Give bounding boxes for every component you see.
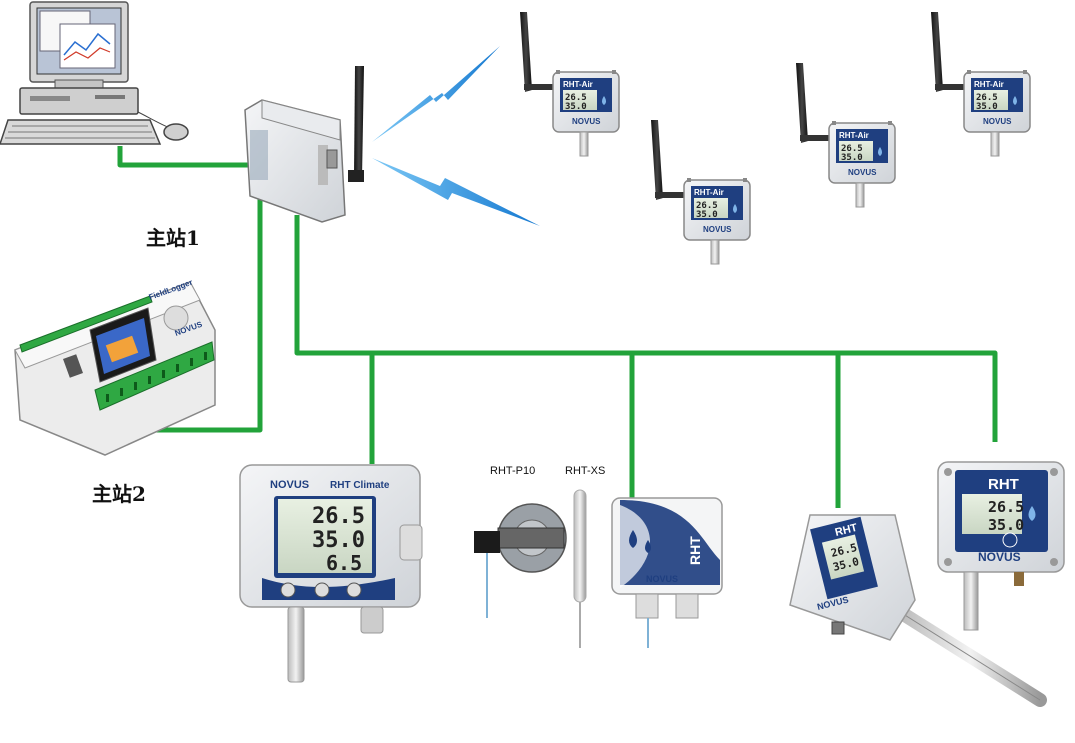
rht-display-title: RHT xyxy=(988,476,1019,493)
rht-duct-hum: 35.0 xyxy=(832,555,861,574)
rht-air-hum: 35.0 xyxy=(976,102,998,112)
climate-third: 6.5 xyxy=(326,551,362,575)
pc-link-wire xyxy=(117,146,252,168)
climate-brand: NOVUS xyxy=(270,479,309,491)
rht-air-title: RHT-Air xyxy=(839,131,869,140)
climate-temp: 26.5 xyxy=(312,504,365,529)
rht-air-temp: 26.5 xyxy=(841,144,863,154)
wireless-bolt-up xyxy=(372,46,500,142)
rht-xs-label: RHT-XS xyxy=(565,465,606,477)
rht-duct-title: RHT xyxy=(834,522,859,539)
master-1-label: 主站1 xyxy=(146,226,200,250)
rht-wall-title: RHT xyxy=(687,536,703,565)
fieldlogger-master-2: FieldLogger NOVUS xyxy=(14,278,216,456)
rht-air-temp: 26.5 xyxy=(565,93,587,103)
rht-duct-sensor: RHT 26.5 35.0 NOVUS xyxy=(789,514,1047,707)
rht-air-brand: NOVUS xyxy=(848,168,877,177)
rht-air-sensor-2: RHT-Air 26.5 35.0 NOVUS xyxy=(651,120,751,265)
rht-air-hum: 35.0 xyxy=(841,153,863,163)
rht-air-sensor-3: RHT-Air 26.5 35.0 NOVUS xyxy=(796,63,896,208)
rht-air-brand: NOVUS xyxy=(572,117,601,126)
climate-title: RHT Climate xyxy=(330,480,390,491)
wireless-bolt-down xyxy=(372,158,540,226)
rht-duct-temp: 26.5 xyxy=(830,541,859,560)
climate-hum: 35.0 xyxy=(312,528,365,553)
master-2-label: 主站2 xyxy=(92,482,146,506)
rht-air-brand: NOVUS xyxy=(983,117,1012,126)
rht-climate-sensor: NOVUS RHT Climate 26.5 35.0 6.5 xyxy=(239,464,423,683)
rht-air-brand: NOVUS xyxy=(703,225,732,234)
wireless-gateway xyxy=(244,66,364,223)
rht-display-brand: NOVUS xyxy=(978,550,1021,564)
rht-xs-sensor xyxy=(573,489,587,648)
rs485-trunk-wire xyxy=(294,215,998,442)
rht-air-hum: 35.0 xyxy=(696,210,718,220)
rht-air-sensor-1: RHT-Air 26.5 35.0 NOVUS xyxy=(520,12,620,157)
rht-p10-sensor xyxy=(474,503,567,618)
rht-display-hum: 35.0 xyxy=(988,516,1024,534)
rht-air-title: RHT-Air xyxy=(694,188,724,197)
rht-wall-brand: NOVUS xyxy=(646,574,678,584)
rht-wall-sensor: RHT NOVUS xyxy=(611,497,723,648)
rht-air-sensor-4: RHT-Air 26.5 35.0 NOVUS xyxy=(931,12,1031,157)
rht-air-temp: 26.5 xyxy=(976,93,998,103)
rht-p10-label: RHT-P10 xyxy=(490,465,536,477)
rht-display-sensor: RHT 26.5 35.0 NOVUS xyxy=(937,461,1065,631)
wireless-signal-bolts xyxy=(372,46,540,226)
rht-air-title: RHT-Air xyxy=(563,80,593,89)
rht-air-hum: 35.0 xyxy=(565,102,587,112)
rht-air-temp: 26.5 xyxy=(696,201,718,211)
rht-display-temp: 26.5 xyxy=(988,498,1024,516)
rht-air-title: RHT-Air xyxy=(974,80,1004,89)
computer-workstation xyxy=(0,1,189,145)
